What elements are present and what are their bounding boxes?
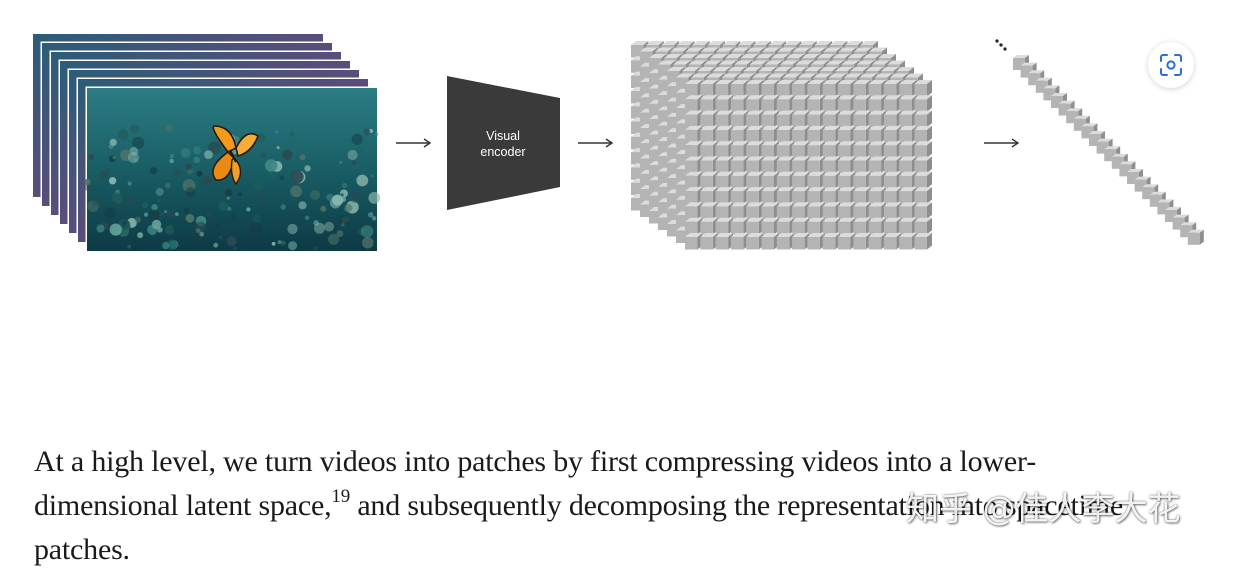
right-arrow-icon — [984, 138, 1020, 148]
coral-reef-texture — [84, 124, 381, 251]
caption-text-part1: At a high level, we turn videos into pat… — [34, 445, 1036, 522]
caption-text-part2: and subsequently decomposing the represe… — [34, 489, 1124, 566]
zhihu-watermark: 知乎 @佳人李大花 — [906, 489, 1181, 528]
encoder-label-line1: Visual — [486, 129, 520, 143]
video-patch-diagram: Visual encoder — [31, 32, 1204, 253]
footnote-reference[interactable]: 19 — [331, 486, 351, 507]
ellipsis-dots — [995, 39, 1007, 51]
flattened-patch-sequence — [1013, 55, 1204, 245]
front-video-frame — [85, 86, 379, 253]
diagram-caption: At a high level, we turn videos into pat… — [34, 440, 1154, 572]
latent-patch-cube — [631, 41, 932, 250]
butterfly-icon — [212, 125, 259, 186]
right-arrow-icon — [578, 138, 614, 148]
right-arrow-icon — [396, 138, 432, 148]
lens-search-button[interactable] — [1148, 42, 1194, 88]
visual-encoder-block — [447, 76, 560, 210]
lens-search-icon — [1160, 54, 1182, 76]
video-frame-stack — [31, 32, 381, 253]
encoder-label-line2: encoder — [480, 145, 525, 159]
